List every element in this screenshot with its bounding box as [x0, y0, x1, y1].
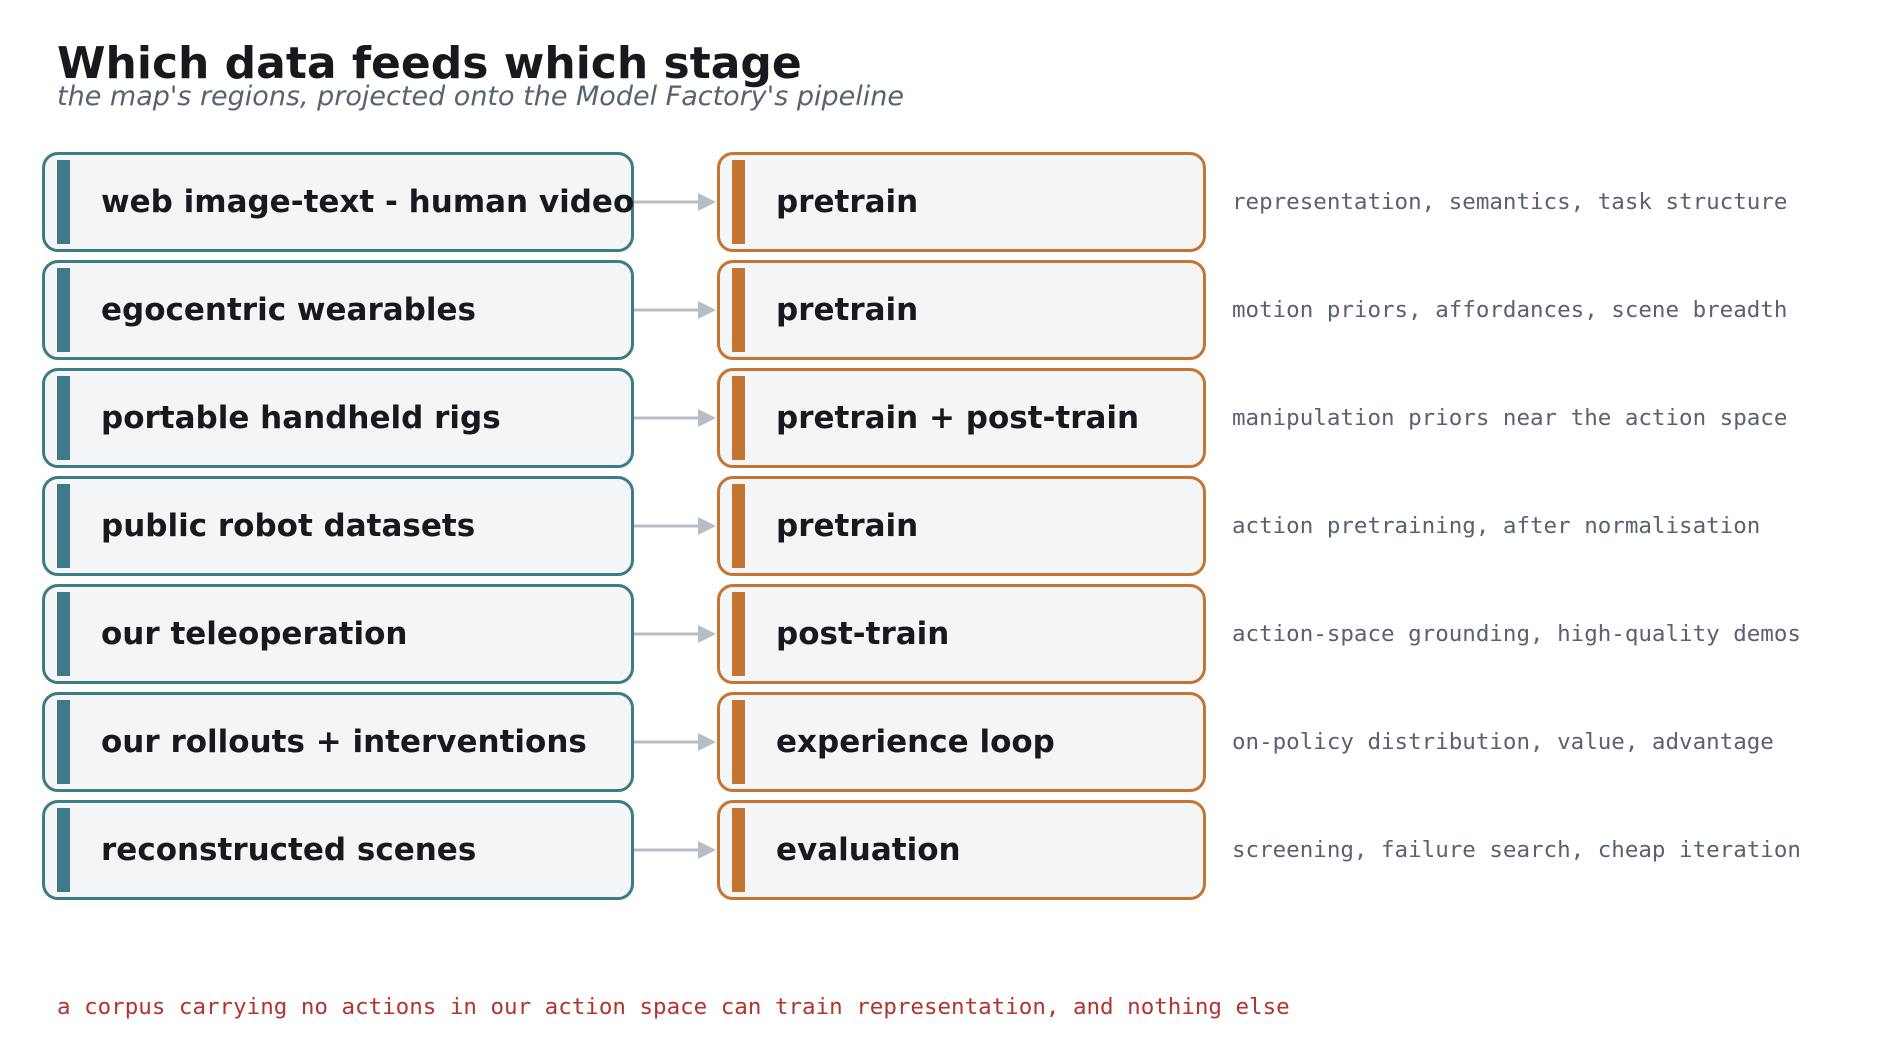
stage-purpose-note: action pretraining, after normalisation	[1232, 513, 1761, 539]
source-accent-bar	[57, 376, 70, 460]
source-accent-bar	[57, 160, 70, 244]
pipeline-stage-box: experience loop	[717, 692, 1206, 792]
stage-purpose-note: representation, semantics, task structur…	[1232, 189, 1788, 215]
right-arrow-icon	[634, 625, 716, 643]
stage-accent-bar	[732, 808, 745, 892]
data-source-label: egocentric wearables	[101, 292, 476, 328]
stage-accent-bar	[732, 484, 745, 568]
pipeline-stage-label: pretrain	[776, 508, 919, 544]
data-source-label: public robot datasets	[101, 508, 476, 544]
diagram-title: Which data feeds which stage	[57, 38, 802, 89]
pipeline-stage-box: pretrain	[717, 476, 1206, 576]
stage-purpose-note: on-policy distribution, value, advantage	[1232, 729, 1774, 755]
pipeline-stage-label: experience loop	[776, 724, 1055, 760]
mapping-row: portable handheld rigs pretrain + post-t…	[0, 368, 1900, 468]
right-arrow-icon	[634, 841, 716, 859]
mapping-row: public robot datasets pretrain action pr…	[0, 476, 1900, 576]
data-source-box: web image-text - human video	[42, 152, 634, 252]
footnote-warning: a corpus carrying no actions in our acti…	[57, 994, 1290, 1020]
source-accent-bar	[57, 484, 70, 568]
data-source-label: web image-text - human video	[101, 184, 635, 220]
source-accent-bar	[57, 592, 70, 676]
right-arrow-icon	[634, 193, 716, 211]
right-arrow-icon	[634, 733, 716, 751]
mapping-row: our teleoperation post-train action-spac…	[0, 584, 1900, 684]
pipeline-stage-label: pretrain + post-train	[776, 400, 1140, 436]
data-source-box: egocentric wearables	[42, 260, 634, 360]
pipeline-stage-box: pretrain + post-train	[717, 368, 1206, 468]
data-source-box: portable handheld rigs	[42, 368, 634, 468]
data-source-box: public robot datasets	[42, 476, 634, 576]
mapping-row: reconstructed scenes evaluation screenin…	[0, 800, 1900, 900]
data-source-box: our rollouts + interventions	[42, 692, 634, 792]
diagram-subtitle: the map's regions, projected onto the Mo…	[57, 81, 904, 112]
mapping-row: egocentric wearables pretrain motion pri…	[0, 260, 1900, 360]
stage-purpose-note: manipulation priors near the action spac…	[1232, 405, 1788, 431]
stage-purpose-note: screening, failure search, cheap iterati…	[1232, 837, 1801, 863]
pipeline-stage-box: pretrain	[717, 260, 1206, 360]
mapping-row: our rollouts + interventions experience …	[0, 692, 1900, 792]
pipeline-stage-label: pretrain	[776, 292, 919, 328]
source-accent-bar	[57, 808, 70, 892]
source-accent-bar	[57, 268, 70, 352]
right-arrow-icon	[634, 301, 716, 319]
source-accent-bar	[57, 700, 70, 784]
stage-purpose-note: motion priors, affordances, scene breadt…	[1232, 297, 1788, 323]
data-source-label: reconstructed scenes	[101, 832, 477, 868]
data-source-box: reconstructed scenes	[42, 800, 634, 900]
pipeline-stage-box: pretrain	[717, 152, 1206, 252]
data-source-box: our teleoperation	[42, 584, 634, 684]
stage-accent-bar	[732, 268, 745, 352]
data-source-label: portable handheld rigs	[101, 400, 501, 436]
stage-accent-bar	[732, 160, 745, 244]
data-source-label: our rollouts + interventions	[101, 724, 587, 760]
stage-purpose-note: action-space grounding, high-quality dem…	[1232, 621, 1801, 647]
mapping-row: web image-text - human video pretrain re…	[0, 152, 1900, 252]
pipeline-stage-label: post-train	[776, 616, 950, 652]
right-arrow-icon	[634, 517, 716, 535]
pipeline-stage-box: post-train	[717, 584, 1206, 684]
data-source-label: our teleoperation	[101, 616, 408, 652]
stage-accent-bar	[732, 592, 745, 676]
pipeline-stage-label: pretrain	[776, 184, 919, 220]
right-arrow-icon	[634, 409, 716, 427]
stage-accent-bar	[732, 376, 745, 460]
pipeline-stage-box: evaluation	[717, 800, 1206, 900]
stage-accent-bar	[732, 700, 745, 784]
pipeline-stage-label: evaluation	[776, 832, 961, 868]
